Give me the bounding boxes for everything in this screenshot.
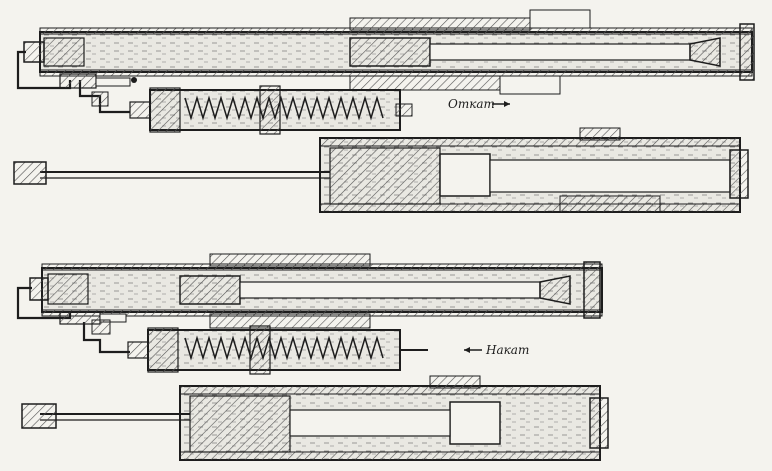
recoil-state-group: Откат — [13, 9, 755, 213]
counter-recoil-label: Накат — [485, 343, 529, 357]
recoil-recuperator-cylinder — [23, 9, 755, 95]
counter-recoil-state-group: Накат — [16, 253, 609, 461]
counter-recoil-recuperator-cylinder — [29, 253, 603, 329]
counter-recoil-spring-buffer — [127, 325, 428, 375]
recoil-spring-buffer — [129, 85, 413, 135]
recoil-label: Откат — [448, 97, 495, 111]
counter-recoil-brake-cylinder — [179, 375, 609, 461]
recoil-brake-cylinder — [319, 127, 749, 213]
